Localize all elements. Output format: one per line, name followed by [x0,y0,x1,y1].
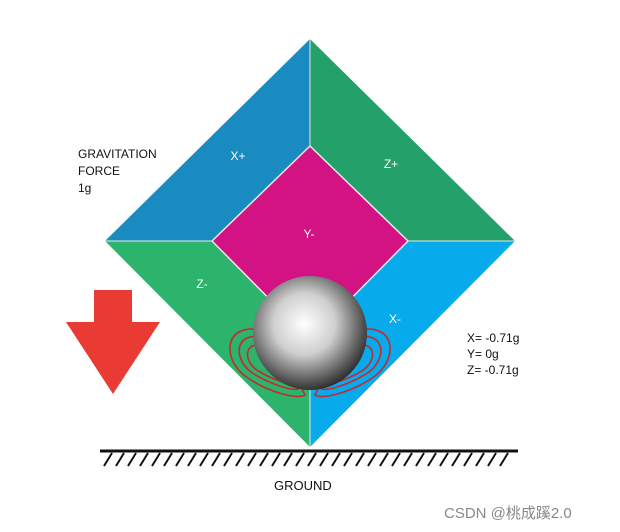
ground-hatch-mark [283,452,293,467]
reading-z: Z= -0.71g [467,363,519,377]
face-label-x-minus: X- [389,312,401,326]
gravity-label-line2: FORCE [78,164,120,178]
ground-hatch-mark [139,452,149,467]
gravity-label-line3: 1g [78,181,92,195]
ground-hatch-mark [367,452,377,467]
gravity-arrow-icon [66,290,160,394]
ground-hatch-mark [187,452,197,467]
ground-hatch-mark [103,452,113,467]
gravity-label: GRAVITATION FORCE 1g [78,146,157,197]
ground-hatch-mark [343,452,353,467]
face-x-plus [105,39,310,241]
ground-hatch-mark [319,452,329,467]
ground-label: GROUND [274,478,332,493]
ground-hatch-mark [331,452,341,467]
face-label-x-plus: X+ [230,149,245,163]
ground-hatch-mark [379,452,389,467]
ground-hatch-mark [391,452,401,467]
ground-hatch-mark [451,452,461,467]
face-label-z-minus: Z- [196,277,207,291]
face-label-y-minus: Y- [304,227,315,241]
ground-hatch-mark [415,452,425,467]
ground-hatch-mark [295,452,305,467]
ground-hatch-mark [259,452,269,467]
ground-hatch-mark [247,452,257,467]
ground-hatch-mark [439,452,449,467]
ground-hatch-mark [235,452,245,467]
ground-hatch-mark [355,452,365,467]
ground-hatch-mark [271,452,281,467]
face-x-minus [310,241,515,447]
ground-hatch-mark [307,452,317,467]
ground-hatch-mark [211,452,221,467]
ball-mass [253,276,367,390]
gravity-label-line1: GRAVITATION [78,147,157,161]
reading-x: X= -0.71g [467,331,520,345]
ground-hatch-mark [115,452,125,467]
ground-hatch-mark [475,452,485,467]
ground-hatch-mark [151,452,161,467]
ground-hatch-mark [127,452,137,467]
ground-hatch-mark [199,452,209,467]
ground-hatch-mark [175,452,185,467]
ground-hatch-mark [163,452,173,467]
ground-hatch-mark [487,452,497,467]
face-label-z-plus: Z+ [384,157,398,171]
reading-y: Y= 0g [467,347,499,361]
watermark: CSDN @桃成蹊2.0 [444,505,572,522]
ground-hatch-mark [223,452,233,467]
ground-hatch-mark [403,452,413,467]
ground-hatch-mark [499,452,509,467]
face-z-minus [105,241,310,447]
ground-hatch [103,452,509,467]
ground-hatch-mark [427,452,437,467]
acceleration-readout: X= -0.71g Y= 0g Z= -0.71g [467,330,519,378]
ground-hatch-mark [463,452,473,467]
face-z-plus [310,39,515,241]
